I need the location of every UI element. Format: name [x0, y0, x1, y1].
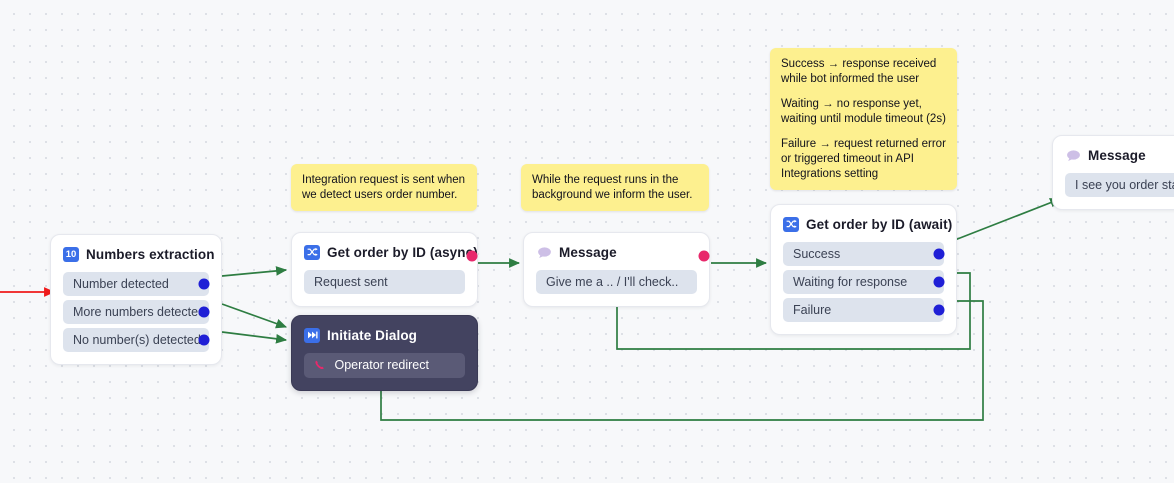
node-numbers-extraction[interactable]: 10 Numbers extraction Number detected Mo… — [50, 234, 222, 365]
port-label: Number detected — [73, 277, 169, 291]
shuffle-icon — [304, 244, 320, 260]
output-port-dot[interactable] — [198, 334, 210, 346]
port-label: Success — [793, 247, 841, 261]
sticky-note-states: Success → response received while bot in… — [770, 48, 957, 191]
node-title: Get order by ID (await) — [806, 216, 953, 232]
port-label: Request sent — [314, 275, 388, 289]
port-label: Operator redirect — [334, 358, 429, 372]
sticky-line: Waiting → no response yet, waiting until… — [781, 98, 946, 125]
port-row[interactable]: I see you order state is — [1065, 173, 1174, 197]
port-label: I see you order state is — [1075, 178, 1174, 192]
edge-success-to-message-right — [941, 198, 1062, 246]
port-row[interactable]: Failure — [783, 298, 945, 322]
port-row[interactable]: Request sent — [304, 250, 478, 294]
port-row[interactable]: Give me a .. / I'll check.. — [536, 250, 710, 294]
port-label: Failure — [793, 303, 832, 317]
port-row[interactable]: Number detected — [63, 272, 210, 296]
output-port-dot[interactable] — [933, 304, 945, 316]
node-header: Get order by ID (await) — [783, 215, 952, 233]
output-port-dot[interactable] — [198, 306, 210, 318]
node-title: Message — [1088, 147, 1146, 163]
node-header: Get order by ID (async) — [304, 243, 478, 261]
sticky-line: Failure → request returned error or trig… — [781, 138, 946, 180]
port-row[interactable]: No number(s) detected — [63, 328, 210, 352]
node-get-order-async[interactable]: Get order by ID (async) Request sent — [291, 232, 478, 307]
port-row[interactable]: Waiting for response — [783, 270, 945, 294]
port-row[interactable]: Operator redirect — [304, 353, 465, 378]
node-title: Numbers extraction — [86, 246, 215, 262]
port-label: Give me a .. / I'll check.. — [546, 275, 679, 289]
async-output-port-dot[interactable] — [698, 250, 710, 262]
node-header: Initiate Dialog — [304, 326, 465, 344]
sticky-line: Success → response received while bot in… — [781, 58, 937, 85]
node-header: Message — [536, 243, 697, 261]
edge-more-to-dialog — [221, 303, 288, 329]
sticky-note-integration: Integration request is sent when we dete… — [291, 164, 477, 212]
port-row[interactable]: Success — [783, 242, 945, 266]
shuffle-icon — [783, 216, 799, 232]
sticky-line: While the request runs in the background… — [532, 174, 693, 201]
edge-nonumber-to-dialog — [221, 331, 288, 344]
node-initiate-dialog[interactable]: Initiate Dialog Operator redirect — [291, 315, 478, 391]
node-title: Message — [559, 244, 617, 260]
output-port-dot[interactable] — [198, 278, 210, 290]
node-title: Initiate Dialog — [327, 327, 418, 343]
port-row[interactable]: More numbers detected — [63, 300, 210, 324]
async-output-port-dot[interactable] — [466, 250, 478, 262]
node-header: 10 Numbers extraction — [63, 245, 214, 263]
node-get-order-await[interactable]: Get order by ID (await) Success Waiting … — [770, 204, 957, 335]
output-port-dot[interactable] — [933, 248, 945, 260]
sticky-note-background: While the request runs in the background… — [521, 164, 709, 212]
sticky-line: Integration request is sent when we dete… — [302, 174, 466, 201]
number-badge-icon: 10 — [63, 246, 79, 262]
port-label: More numbers detected — [73, 305, 206, 319]
port-label: Waiting for response — [793, 275, 908, 289]
node-message-middle[interactable]: Message Give me a .. / I'll check.. — [523, 232, 710, 307]
edge-number-to-async — [221, 266, 288, 277]
fast-forward-icon — [304, 327, 320, 343]
node-title: Get order by ID (async) — [327, 244, 478, 260]
output-port-dot[interactable] — [933, 276, 945, 288]
phone-icon — [314, 355, 326, 380]
node-header: Message — [1065, 146, 1174, 164]
node-message-right[interactable]: Message I see you order state is — [1052, 135, 1174, 210]
port-label: No number(s) detected — [73, 333, 201, 347]
speech-bubble-icon — [536, 245, 552, 260]
speech-bubble-icon — [1065, 148, 1081, 163]
